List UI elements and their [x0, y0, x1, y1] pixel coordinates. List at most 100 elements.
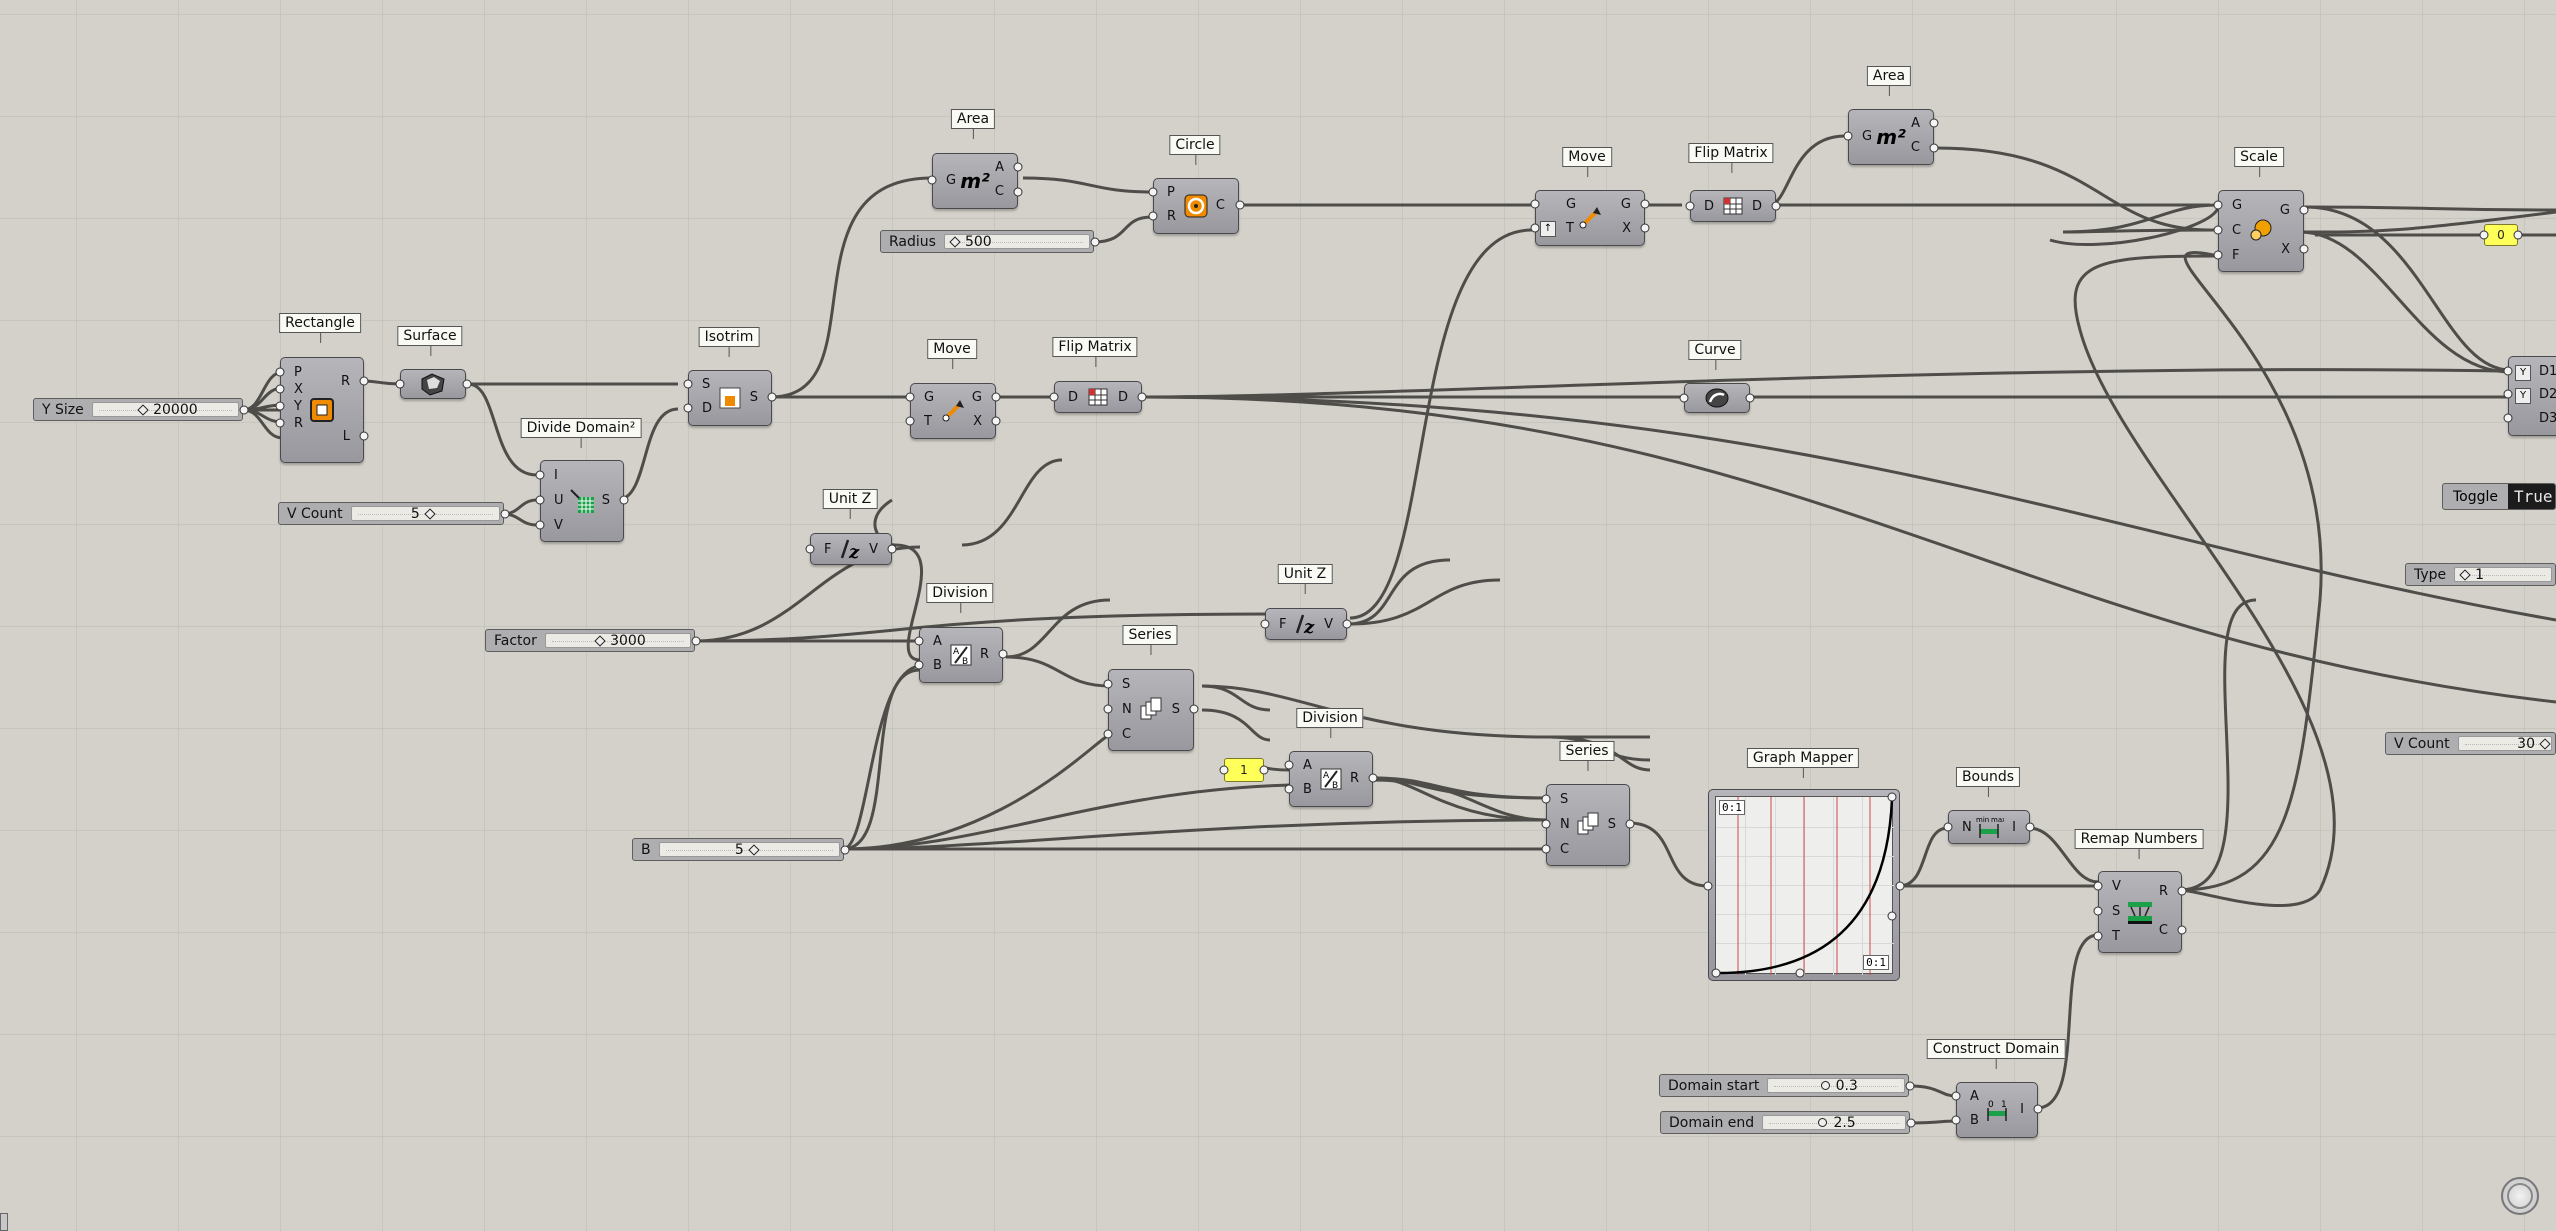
- output-grip[interactable]: [500, 509, 510, 519]
- type-slider[interactable]: Type 1: [2405, 563, 2556, 586]
- slider-knob-icon[interactable]: [2459, 568, 2471, 581]
- domain-end-slider[interactable]: Domain end 2.5: [1660, 1111, 1910, 1134]
- output-grip[interactable]: [2033, 1104, 2043, 1114]
- input-grip[interactable]: [914, 636, 924, 646]
- flip-matrix-component[interactable]: D D: [1690, 190, 1776, 222]
- input-grip[interactable]: [1284, 760, 1294, 770]
- input-grip[interactable]: [535, 520, 545, 530]
- output-grip[interactable]: [359, 376, 369, 386]
- input-grip[interactable]: [905, 416, 915, 426]
- input-grip[interactable]: [2503, 366, 2513, 376]
- output-grip[interactable]: [1235, 200, 1245, 210]
- output-grip[interactable]: [1929, 118, 1939, 128]
- curve-handle[interactable]: [1887, 792, 1897, 802]
- input-grip[interactable]: [275, 401, 285, 411]
- input-grip[interactable]: [2093, 881, 2103, 891]
- input-grip[interactable]: [1260, 619, 1270, 629]
- remap-numbers-component[interactable]: V S T R C: [2098, 871, 2182, 953]
- input-grip[interactable]: [914, 660, 924, 670]
- input-grip[interactable]: [2093, 931, 2103, 941]
- y-size-slider[interactable]: Y Size 20000: [33, 398, 243, 421]
- output-grip[interactable]: [239, 405, 249, 415]
- output-grip[interactable]: [2025, 822, 2035, 832]
- output-grip[interactable]: [2177, 886, 2187, 896]
- input-grip[interactable]: [1103, 704, 1113, 714]
- output-grip[interactable]: [1640, 223, 1650, 233]
- input-grip[interactable]: [2093, 906, 2103, 916]
- output-grip[interactable]: [2299, 205, 2309, 215]
- input-grip[interactable]: [1530, 199, 1540, 209]
- output-grip[interactable]: [619, 495, 629, 505]
- input-grip[interactable]: [1951, 1115, 1961, 1125]
- move-component[interactable]: G T G X ↑: [1535, 190, 1645, 246]
- area-component[interactable]: G A C m²: [932, 153, 1018, 209]
- input-grip[interactable]: [2503, 413, 2513, 423]
- input-grip[interactable]: [275, 418, 285, 428]
- output-grip[interactable]: [1906, 1118, 1916, 1128]
- input-grip[interactable]: [1103, 729, 1113, 739]
- output-grip[interactable]: [1342, 619, 1352, 629]
- output-grip[interactable]: [1895, 881, 1905, 891]
- unit-z-component[interactable]: F V z: [1265, 608, 1347, 640]
- input-grip[interactable]: [535, 495, 545, 505]
- input-grip[interactable]: [1049, 392, 1059, 402]
- output-grip[interactable]: [2513, 230, 2523, 240]
- input-grip[interactable]: [2503, 389, 2513, 399]
- input-grip[interactable]: [683, 379, 693, 389]
- input-grip[interactable]: [1679, 393, 1689, 403]
- slider-track[interactable]: 30: [2457, 736, 2552, 752]
- output-grip[interactable]: [887, 544, 897, 554]
- b-slider[interactable]: B 5: [632, 838, 844, 861]
- input-grip[interactable]: [905, 392, 915, 402]
- input-grip[interactable]: [805, 544, 815, 554]
- input-grip[interactable]: [275, 367, 285, 377]
- slider-track[interactable]: 5: [658, 842, 840, 858]
- slider-knob-icon[interactable]: [424, 507, 436, 520]
- v-count-slider[interactable]: V Count 30: [2385, 732, 2556, 755]
- slider-knob-icon[interactable]: [949, 235, 961, 248]
- output-grip[interactable]: [1745, 393, 1755, 403]
- curve-handle[interactable]: [1795, 968, 1805, 978]
- graph-mapper-component[interactable]: 0:1 0:1: [1708, 789, 1900, 981]
- series-component[interactable]: S N C S: [1546, 784, 1630, 866]
- factor-slider[interactable]: Factor 3000: [485, 629, 695, 652]
- curve-handle[interactable]: [1711, 968, 1721, 978]
- slider-track[interactable]: 3000: [544, 633, 691, 649]
- move-component[interactable]: G T G X: [910, 383, 996, 439]
- curve-component[interactable]: [1684, 383, 1750, 413]
- value-panel[interactable]: 1: [1224, 758, 1264, 782]
- divide-domain-component[interactable]: I U V S: [540, 460, 624, 542]
- isotrim-component[interactable]: S D S: [688, 370, 772, 426]
- boolean-toggle[interactable]: Toggle True: [2442, 483, 2556, 510]
- unit-z-component[interactable]: F V z: [810, 533, 892, 565]
- output-grip[interactable]: [2299, 244, 2309, 254]
- output-grip[interactable]: [1625, 819, 1635, 829]
- series-component[interactable]: S N C S: [1108, 669, 1194, 751]
- v-count-slider[interactable]: V Count 5: [278, 502, 504, 525]
- slider-knob-icon[interactable]: [137, 403, 149, 416]
- output-grip[interactable]: [1905, 1081, 1915, 1091]
- input-grip[interactable]: [927, 175, 937, 185]
- slider-knob-icon[interactable]: [2539, 737, 2551, 750]
- toggle-value[interactable]: True: [2508, 484, 2555, 509]
- output-grip[interactable]: [840, 845, 850, 855]
- input-grip[interactable]: [1541, 794, 1551, 804]
- slider-knob-icon[interactable]: [1820, 1081, 1830, 1090]
- circle-component[interactable]: P R C: [1153, 178, 1239, 234]
- slider-track[interactable]: 2.5: [1762, 1115, 1906, 1131]
- input-grip[interactable]: [1103, 679, 1113, 689]
- output-grip[interactable]: [1771, 201, 1781, 211]
- output-grip[interactable]: [1137, 392, 1147, 402]
- output-grip[interactable]: [691, 636, 701, 646]
- scale-component[interactable]: G C F G X: [2218, 190, 2304, 272]
- output-grip[interactable]: [2177, 925, 2187, 935]
- input-grip[interactable]: [2479, 230, 2489, 240]
- input-grip[interactable]: [1219, 765, 1229, 775]
- bounds-component[interactable]: N I minmax: [1948, 810, 2030, 844]
- data-dam-component[interactable]: D1 D2 D3 Y Y: [2508, 356, 2556, 436]
- surface-component[interactable]: [400, 369, 466, 399]
- curve-handle[interactable]: [1887, 911, 1897, 921]
- input-grip[interactable]: [1284, 784, 1294, 794]
